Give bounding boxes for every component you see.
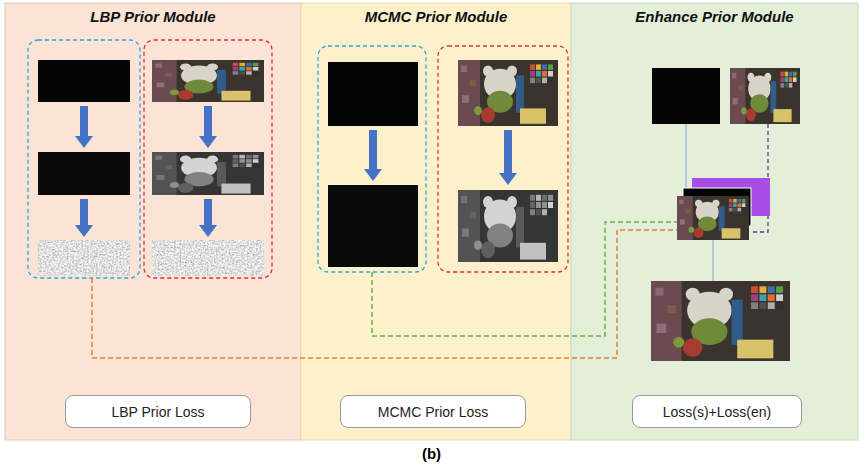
loss-label: LBP Prior Loss: [111, 404, 204, 420]
module-title: Enhance Prior Module: [571, 8, 858, 25]
loss-box: MCMC Prior Loss: [340, 395, 526, 428]
module-panel: Enhance Prior ModuleLoss(s)+Loss(en): [571, 3, 858, 440]
loss-label: MCMC Prior Loss: [378, 404, 488, 420]
figure-caption: (b): [0, 445, 863, 462]
module-title: MCMC Prior Module: [301, 8, 571, 25]
loss-box: LBP Prior Loss: [65, 395, 251, 428]
module-panel: MCMC Prior ModuleMCMC Prior Loss: [301, 3, 571, 440]
module-panel: LBP Prior ModuleLBP Prior Loss: [5, 3, 301, 440]
loss-box: Loss(s)+Loss(en): [632, 395, 802, 428]
module-title: LBP Prior Module: [5, 8, 301, 25]
loss-label: Loss(s)+Loss(en): [663, 404, 772, 420]
